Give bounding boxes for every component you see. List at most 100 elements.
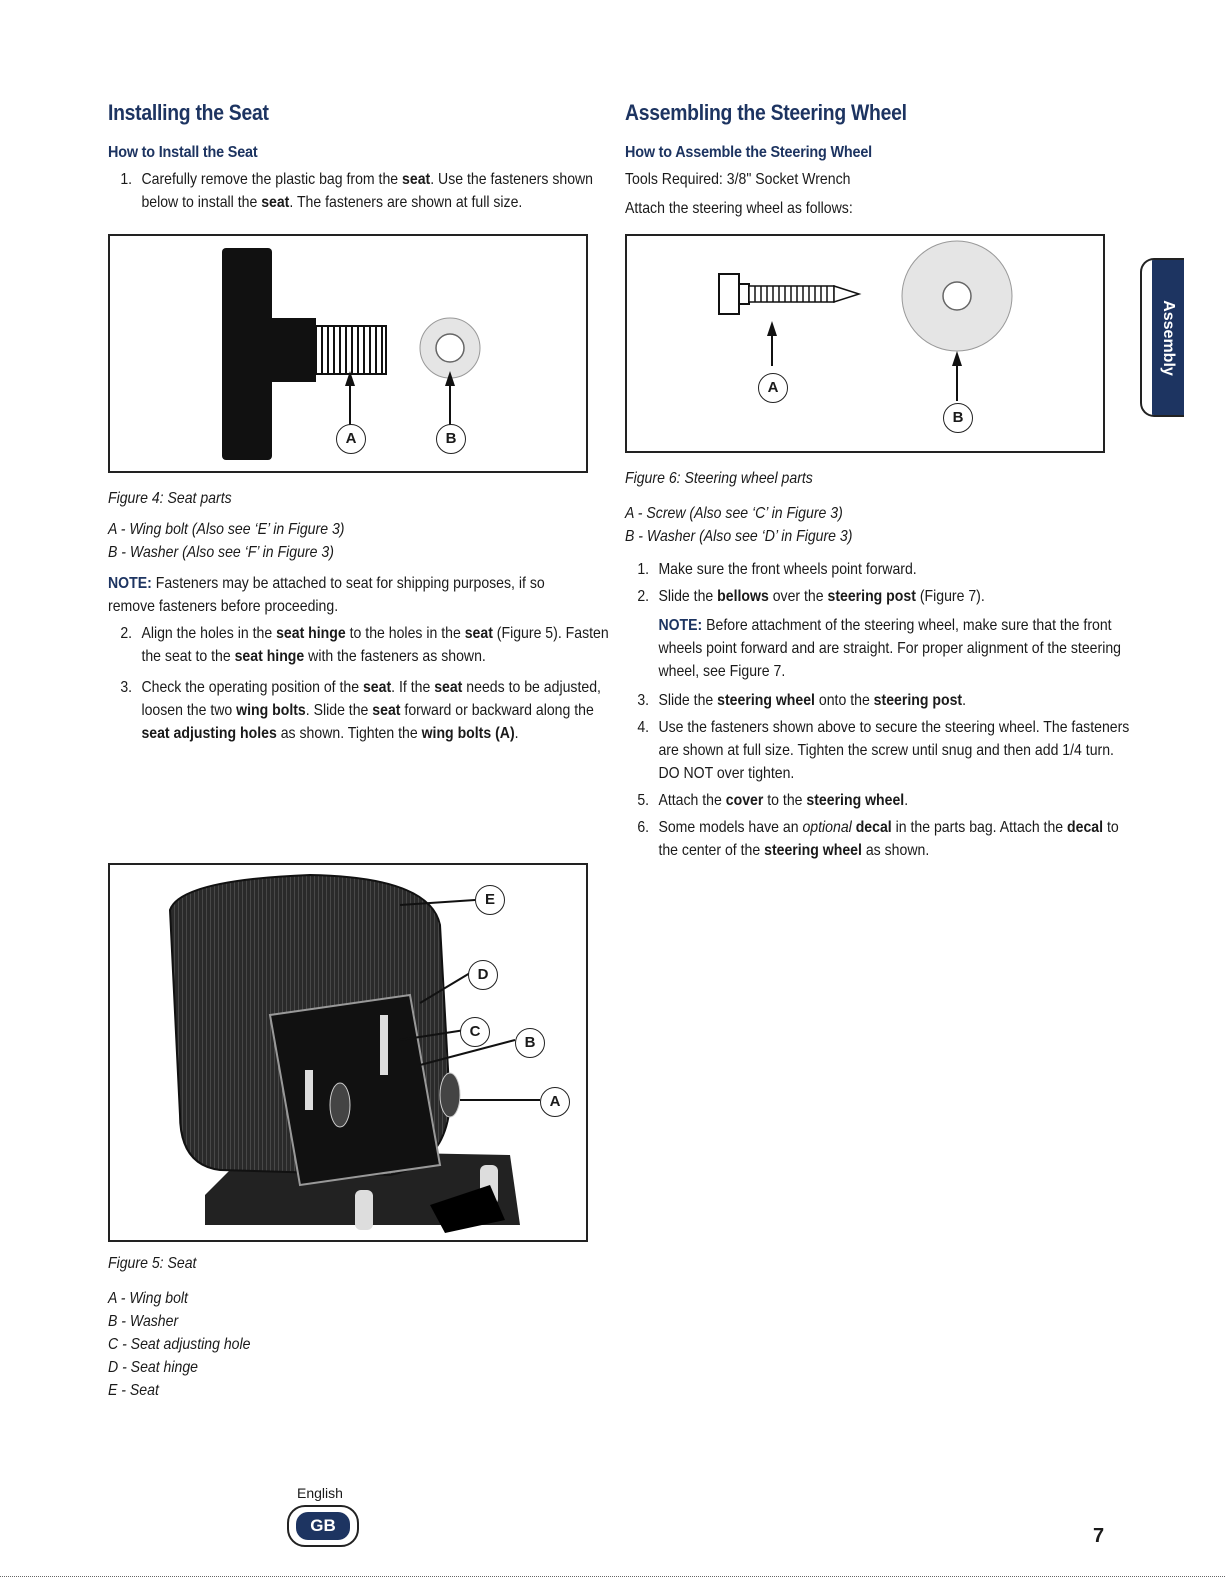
note-label: NOTE: (658, 617, 703, 634)
seat-note: NOTE: Fasteners may be attached to seat … (108, 572, 585, 618)
step-number: 2. (637, 588, 650, 605)
text: Make sure the front wheels point forward… (658, 561, 917, 578)
text: onto the (814, 692, 874, 709)
steering-note: NOTE: Before attachment of the steering … (625, 614, 1136, 683)
figure-5-legend: Figure 5: Seat A - Wing bolt B - Washer … (108, 1252, 270, 1402)
text: Attach the (658, 792, 726, 809)
callout-b: B (943, 403, 973, 433)
section-heading-steering: Assembling the Steering Wheel (625, 100, 907, 125)
text: as shown. (861, 842, 930, 859)
text: Some models have an (658, 819, 803, 836)
bold-term: seat hinge (234, 648, 305, 665)
section-heading-seat: Installing the Seat (108, 100, 269, 125)
callout-b: B (515, 1028, 545, 1058)
side-tab-fill (1152, 260, 1184, 415)
subheading-install-seat: How to Install the Seat (108, 144, 258, 161)
text: . The fasteners are shown at full size. (289, 194, 523, 211)
note-text: Before attachment of the steering wheel,… (658, 617, 1121, 680)
text: . (904, 792, 909, 809)
legend-item: E - Seat (108, 1382, 159, 1399)
footer-country-badge: GB (287, 1505, 359, 1547)
steering-parts-illustration (718, 240, 1013, 401)
text: over the (768, 588, 828, 605)
bold-term: wing bolts (A) (421, 725, 515, 742)
bold-term: seat (402, 171, 431, 188)
text: . Slide the (305, 702, 373, 719)
attach-intro: Attach the steering wheel as follows: (625, 200, 853, 217)
bold-term: bellows (717, 588, 769, 605)
badge-text: GB (310, 1516, 336, 1535)
bold-term: steering wheel (717, 692, 815, 709)
step-2: 2. Slide the bellows over the steering p… (625, 585, 1136, 608)
bold-term: decal (1067, 819, 1104, 836)
callout-c: C (460, 1017, 490, 1047)
bold-term: decal (855, 819, 892, 836)
text: to the (763, 792, 807, 809)
text: in the parts bag. Attach the (891, 819, 1068, 836)
step-number: 6. (637, 819, 650, 836)
legend-item: D - Seat hinge (108, 1359, 199, 1376)
italic-term: optional (802, 819, 852, 836)
seat-steps-1: 1. Carefully remove the plastic bag from… (108, 168, 593, 214)
figure-4-seat-parts: A B (108, 234, 588, 473)
step-3: 3. Slide the steering wheel onto the ste… (625, 689, 1136, 712)
text: Carefully remove the plastic bag from th… (141, 171, 403, 188)
bold-term: steering wheel (806, 792, 905, 809)
step-6: 6. Some models have an optional decal in… (625, 816, 1136, 862)
figure-6-steering-wheel-parts: A B (625, 234, 1105, 453)
legend-item: A - Wing bolt (Also see ‘E’ in Figure 3) (108, 521, 345, 538)
step-3: 3. Check the operating position of the s… (108, 676, 619, 745)
figure-4-caption: Figure 4: Seat parts (108, 490, 232, 507)
step-number: 1. (120, 171, 133, 188)
figure-6-caption: Figure 6: Steering wheel parts (625, 470, 813, 487)
footer-language: English (297, 1485, 343, 1501)
subheading-assemble-steering: How to Assemble the Steering Wheel (625, 144, 872, 161)
text: to the center of the (658, 819, 1119, 859)
text: (Figure 5). Fasten the seat to the (141, 625, 609, 665)
step-1: 1. Carefully remove the plastic bag from… (108, 168, 619, 214)
left-column: Installing the Seat How to Install the S… (108, 100, 609, 1399)
legend-item: C - Seat adjusting hole (108, 1336, 251, 1353)
bold-term: steering post (873, 692, 963, 709)
text: Align the holes in the (141, 625, 277, 642)
legend-item: B - Washer (Also see ‘D’ in Figure 3) (625, 528, 853, 545)
section-side-tab: Assembly (1140, 258, 1184, 417)
step-4: 4. Use the fasteners shown above to secu… (625, 716, 1136, 785)
step-1: 1. Make sure the front wheels point forw… (625, 558, 1136, 581)
text: forward or backward along the (400, 702, 594, 719)
bottom-dotted-rule (0, 1576, 1225, 1577)
seat-parts-illustration (222, 248, 481, 460)
text: needs to be adjusted, loosen the two (141, 679, 601, 719)
callout-a: A (758, 373, 788, 403)
legend-item: A - Screw (Also see ‘C’ in Figure 3) (625, 505, 843, 522)
step-number: 4. (637, 719, 650, 736)
step-number: 3. (637, 692, 650, 709)
text: with the fasteners as shown. (304, 648, 486, 665)
note-text: Fasteners may be attached to seat for sh… (108, 575, 545, 615)
side-tab-label: Assembly (1160, 299, 1177, 376)
step-2: 2. Align the holes in the seat hinge to … (108, 622, 619, 668)
step-number: 5. (637, 792, 650, 809)
callout-a: A (540, 1087, 570, 1117)
text: Slide the (658, 692, 718, 709)
text: . Use the fasteners shown below to insta… (141, 171, 594, 211)
seat-illustration (168, 873, 540, 1233)
text: Slide the (658, 588, 718, 605)
figure-5-caption: Figure 5: Seat (108, 1255, 197, 1272)
legend-item: B - Washer (Also see ‘F’ in Figure 3) (108, 544, 334, 561)
tools-required: Tools Required: 3/8" Socket Wrench (625, 171, 851, 188)
legend-item: B - Washer (108, 1313, 179, 1330)
seat-steps-2: 2. Align the holes in the seat hinge to … (108, 622, 608, 745)
bold-term: seat (372, 702, 401, 719)
page-number: 7 (1093, 1525, 1105, 1547)
badge-fill (296, 1512, 350, 1540)
text: (Figure 7). (915, 588, 985, 605)
callout-b: B (436, 424, 466, 454)
step-number: 1. (637, 561, 650, 578)
step-number: 3. (120, 679, 133, 696)
figure-5-seat: E D C B A (108, 863, 588, 1242)
bold-term: seat (464, 625, 493, 642)
bold-term: seat adjusting holes (141, 725, 277, 742)
bold-term: seat (261, 194, 290, 211)
bold-term: seat hinge (276, 625, 346, 642)
